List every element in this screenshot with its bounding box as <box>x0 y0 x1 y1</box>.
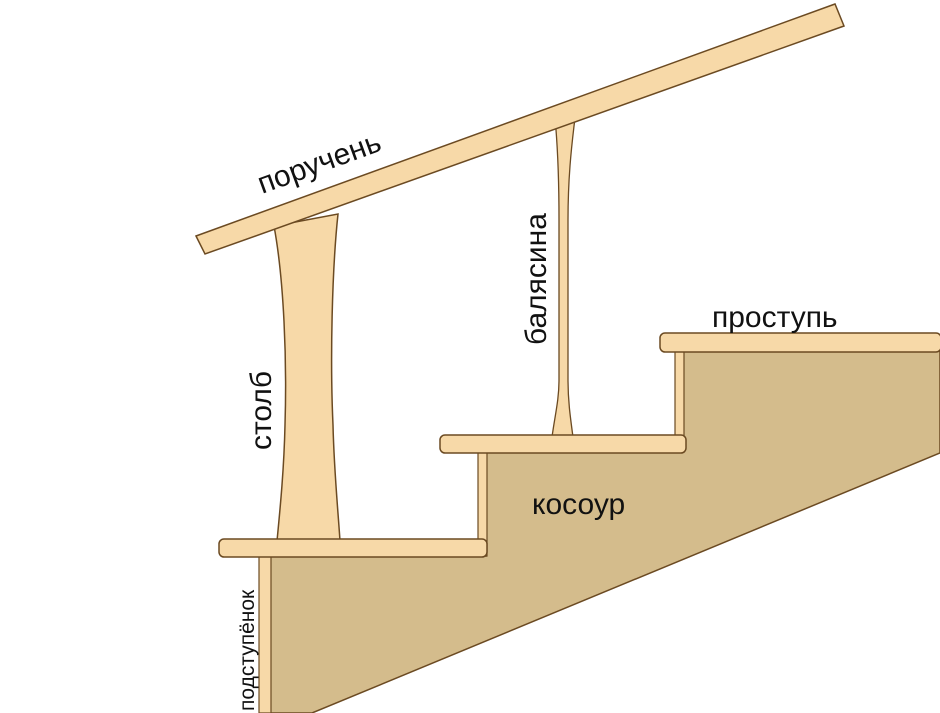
baluster-label: балясина <box>520 213 553 345</box>
stringer-label: косоур <box>532 488 625 521</box>
baluster <box>551 117 576 438</box>
tread-middle <box>439 434 687 454</box>
bottom-riser <box>258 555 272 713</box>
riser-label: подступёнок <box>236 589 259 711</box>
stringer <box>269 350 940 713</box>
tread-bottom <box>218 538 488 558</box>
tread-label: проступь <box>712 301 838 334</box>
tread-top <box>659 332 940 353</box>
newel-post <box>273 213 341 542</box>
handrail <box>194 3 845 255</box>
post-label: столб <box>245 371 278 450</box>
